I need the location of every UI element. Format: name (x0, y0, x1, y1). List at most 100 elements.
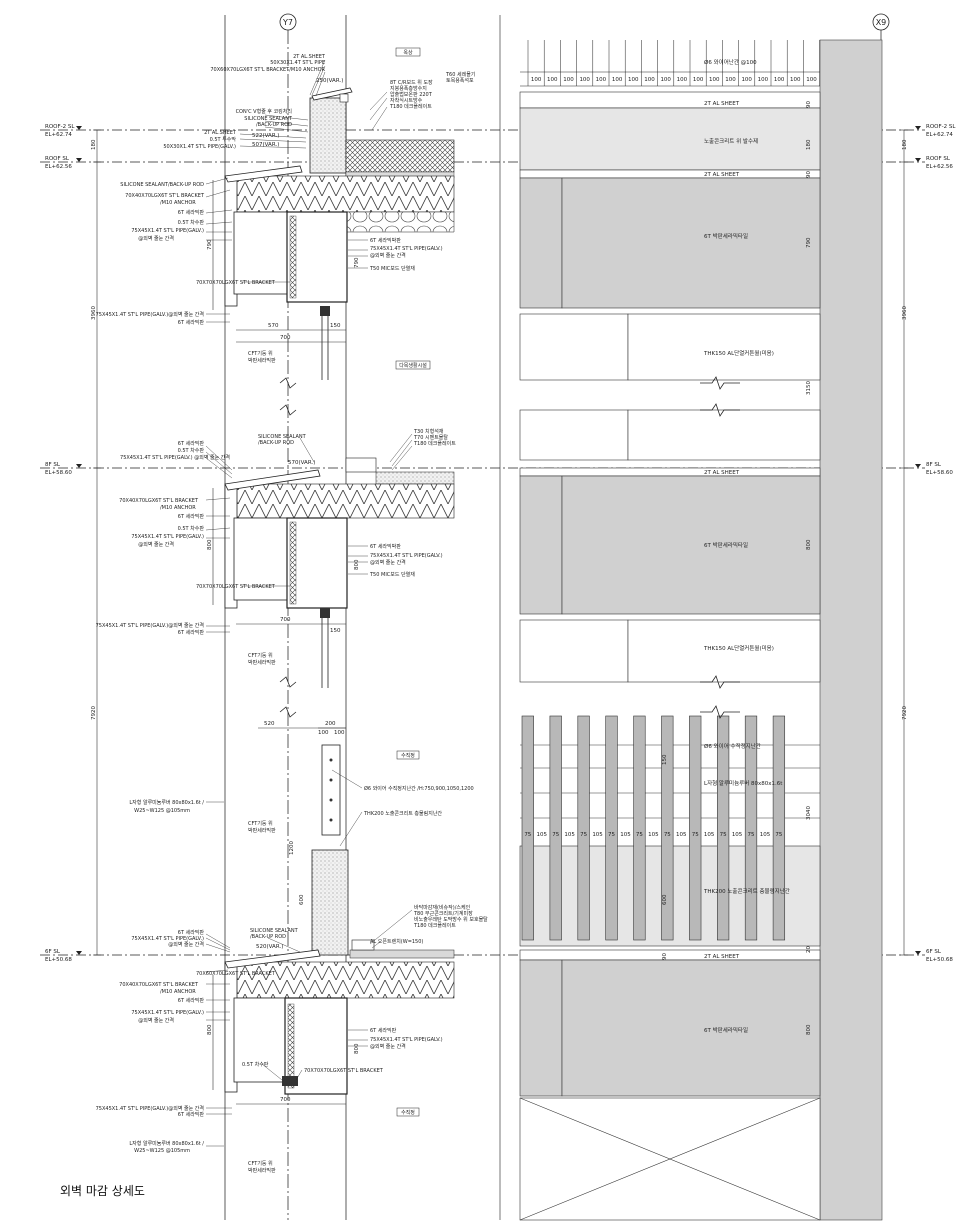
svg-text:6F SL: 6F SL (45, 949, 61, 955)
svg-text:옥상: 옥상 (403, 49, 413, 56)
svg-text:바닥마감재(비슈작)/스케인: 바닥마감재(비슈작)/스케인 (414, 904, 471, 911)
svg-text:90: 90 (806, 171, 812, 178)
louver-module-label: 75 (720, 832, 727, 838)
louver-fin (772, 715, 786, 941)
svg-text:T50 MIC보드 단열재: T50 MIC보드 단열재 (369, 265, 415, 272)
svg-text:507(VAR.): 507(VAR.) (252, 142, 279, 148)
svg-text:200: 200 (325, 721, 336, 727)
louver-fin (605, 715, 618, 941)
svg-text:6T 세라믹판: 6T 세라믹판 (178, 929, 205, 936)
louver-module-label: 75 (580, 832, 587, 838)
railing-module-label: 100 (806, 77, 817, 83)
svg-text:8F SL: 8F SL (926, 462, 942, 468)
svg-text:6T 세라믹박판: 6T 세라믹박판 (370, 543, 401, 550)
svg-text:비노출우레탄 도막방수 위 보호몰탈: 비노출우레탄 도막방수 위 보호몰탈 (414, 916, 488, 923)
svg-text:0.5T 차수판: 0.5T 차수판 (178, 525, 205, 532)
svg-text:20: 20 (806, 946, 812, 953)
svg-text:자착식시트방수: 자착식시트방수 (390, 97, 423, 104)
svg-text:3040: 3040 (806, 806, 812, 820)
svg-text:50X30X1.4T ST'L PIPE(GALV.): 50X30X1.4T ST'L PIPE(GALV.) (163, 144, 236, 150)
louver-module-label: 75 (524, 832, 531, 838)
svg-text:T180 데크플레이트: T180 데크플레이트 (389, 103, 432, 110)
railing-module-label: 100 (547, 77, 558, 83)
svg-text:@외벽 줄눈 간격: @외벽 줄눈 간격 (370, 559, 406, 566)
svg-text:7920: 7920 (902, 706, 908, 720)
louver-fin (521, 715, 534, 941)
svg-text:800: 800 (354, 559, 360, 570)
svg-text:박판세라믹판: 박판세라믹판 (248, 827, 276, 834)
railing-module-label: 100 (628, 77, 639, 83)
svg-text:THK200 노출콘크리트 층물림지난간: THK200 노출콘크리트 층물림지난간 (703, 887, 790, 895)
svg-text:CFT기둥 위: CFT기둥 위 (248, 820, 273, 827)
railing-module-label: 100 (660, 77, 671, 83)
svg-text:0.5T 차수판: 0.5T 차수판 (178, 219, 205, 226)
louver-module-label: 105 (564, 832, 575, 838)
svg-text:W25~W125 @105mm: W25~W125 @105mm (134, 808, 190, 814)
svg-text:THK150 AL단열커튼월(미음): THK150 AL단열커튼월(미음) (703, 644, 774, 652)
drawing-caption: 외벽 마감 상세도 (60, 1184, 145, 1198)
louver-fin (633, 715, 646, 941)
svg-text:W25~W125 @105mm: W25~W125 @105mm (134, 1148, 190, 1154)
svg-text:790: 790 (354, 257, 360, 268)
svg-text:CFT기둥 위: CFT기둥 위 (248, 652, 273, 659)
svg-text:L자형 알루미늄루버 80x80x1.6t: L자형 알루미늄루버 80x80x1.6t (704, 779, 783, 787)
svg-text:/BACK-UP ROD: /BACK-UP ROD (250, 934, 286, 940)
svg-text:70X40X70LGX6T ST'L BRACKET: 70X40X70LGX6T ST'L BRACKET (125, 193, 205, 199)
svg-text:800: 800 (806, 1024, 812, 1035)
svg-text:520(VAR.): 520(VAR.) (256, 944, 283, 950)
svg-text:70X60X70LGX6T ST'L BRACKET: 70X60X70LGX6T ST'L BRACKET (196, 971, 276, 977)
svg-text:800: 800 (354, 1043, 360, 1054)
svg-text:SILICONE SEALANT/BACK-UP ROD: SILICONE SEALANT/BACK-UP ROD (120, 182, 204, 188)
svg-text:ROOF-2 SL: ROOF-2 SL (926, 124, 956, 130)
svg-text:6T 세라믹판: 6T 세라믹판 (178, 319, 205, 326)
svg-text:75X45X1.4T ST'L PIPE(GALV.): 75X45X1.4T ST'L PIPE(GALV.) (131, 1010, 204, 1016)
level-tags-right: ROOF-2 SL EL+62.74 ROOF SL EL+62.56 8F S… (915, 124, 956, 963)
railing-module-label: 100 (677, 77, 688, 83)
louver-module-label: 75 (664, 832, 671, 838)
svg-text:2T AL.SHEET: 2T AL.SHEET (204, 130, 237, 136)
svg-text:70X70X70LGX6T ST'L BRACKET: 70X70X70LGX6T ST'L BRACKET (196, 280, 276, 286)
svg-text:180: 180 (902, 139, 908, 150)
svg-text:지붕용폭층방수지: 지붕용폭층방수지 (390, 85, 427, 92)
svg-text:EL+50.68: EL+50.68 (45, 957, 72, 963)
svg-text:박판세라믹판: 박판세라믹판 (248, 659, 276, 666)
louver-module-label: 105 (760, 832, 771, 838)
svg-text:EL+62.56: EL+62.56 (45, 164, 72, 170)
louver-module-label: 75 (748, 832, 755, 838)
svg-text:CFT기둥 위: CFT기둥 위 (248, 350, 273, 357)
svg-text:EL+50.68: EL+50.68 (926, 957, 953, 963)
svg-text:800: 800 (207, 539, 213, 550)
svg-text:/BACK-UP ROD: /BACK-UP ROD (258, 440, 294, 446)
elevation-notes: Ø6 와이어난간 @100 2T AL SHEET 노출콘크리트 위 발수제 2… (703, 58, 790, 1034)
svg-text:ROOF SL: ROOF SL (926, 156, 951, 162)
svg-text:T70 시멘트몰탈: T70 시멘트몰탈 (413, 434, 448, 441)
louver-module-label: 75 (636, 832, 643, 838)
level-tags-left: ROOF-2 SL EL+62.74 ROOF SL EL+62.56 8F S… (45, 124, 82, 963)
svg-text:박판세라믹판: 박판세라믹판 (248, 357, 276, 364)
svg-text:박판세라믹판: 박판세라믹판 (248, 1167, 276, 1174)
svg-text:1200: 1200 (289, 841, 295, 855)
railing-module-label: 100 (596, 77, 607, 83)
svg-text:EL+58.60: EL+58.60 (45, 470, 72, 476)
louver-module-label: 105 (620, 832, 631, 838)
svg-text:150: 150 (330, 323, 341, 329)
svg-text:SILICONE SEALANT: SILICONE SEALANT (244, 116, 293, 122)
leader-lines (205, 59, 413, 1147)
svg-text:0.5T 차수판: 0.5T 차수판 (242, 1061, 269, 1068)
louver-fin (744, 715, 758, 941)
svg-text:75X45X1.4T ST'L PIPE(GALV.)@외벽: 75X45X1.4T ST'L PIPE(GALV.)@외벽 줄눈 간격 (96, 1105, 204, 1112)
svg-text:150: 150 (662, 754, 668, 765)
svg-text:6T 세라믹판: 6T 세라믹판 (178, 629, 205, 636)
svg-text:T60 세레몰기: T60 세레몰기 (445, 71, 475, 78)
railing-module-label: 100 (790, 77, 801, 83)
svg-text:6T 세라믹박판: 6T 세라믹박판 (370, 237, 401, 244)
svg-text:수직정: 수직정 (401, 752, 415, 759)
svg-text:@외벽 줄눈 간격: @외벽 줄눈 간격 (370, 252, 406, 259)
svg-text:@외벽 줄눈 간격: @외벽 줄눈 간격 (138, 235, 174, 242)
svg-text:800: 800 (207, 1024, 213, 1035)
svg-text:토목용폭석포: 토목용폭석포 (446, 77, 474, 84)
svg-text:2T AL SHEET: 2T AL SHEET (704, 954, 740, 960)
svg-text:6T 세라믹판: 6T 세라믹판 (370, 1027, 397, 1034)
svg-text:CON'C V형줄 후 코킹처리: CON'C V형줄 후 코킹처리 (236, 108, 292, 115)
